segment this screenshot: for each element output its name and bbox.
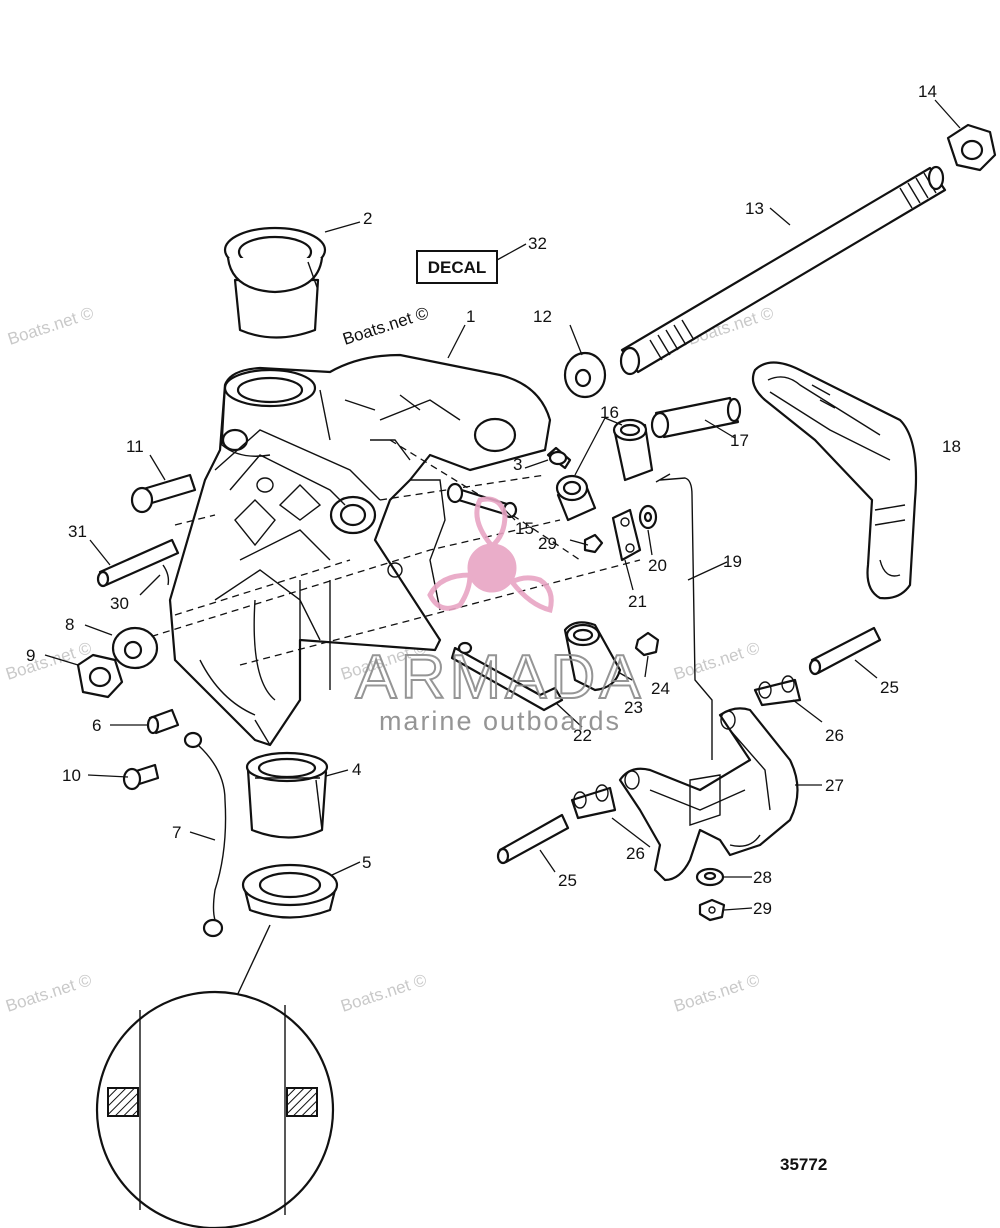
part-22-rod <box>450 641 564 712</box>
logo-brand-text: ARMADA <box>355 643 644 712</box>
part-9-nut <box>76 653 124 699</box>
watermark: Boats.net © <box>5 303 96 349</box>
part-29-nut-bottom <box>698 898 726 922</box>
part-3-grease-fitting <box>546 446 572 470</box>
part-25-pin-left <box>496 813 570 865</box>
callout-3: 3 <box>513 455 522 474</box>
callout-19: 19 <box>723 552 742 571</box>
part-26-clip-right <box>753 675 802 707</box>
callout-1: 1 <box>466 307 475 326</box>
part-27-tilt-lock <box>618 707 799 882</box>
part-8-washer <box>111 626 159 670</box>
callout-27: 27 <box>825 776 844 795</box>
detail-view <box>95 924 335 1228</box>
callout-24: 24 <box>651 679 670 698</box>
part-29-nut-top <box>583 533 604 554</box>
callout-23: 23 <box>624 698 643 717</box>
part-20-washer <box>638 504 658 530</box>
armada-logo: ARMADA marine outboards <box>354 496 644 736</box>
part-24-nut <box>634 631 660 657</box>
callout-11: 11 <box>126 437 144 456</box>
callout-labels: 1 2 3 4 5 6 7 8 9 10 11 12 13 14 15 16 1… <box>26 82 961 918</box>
part-1-swivel-bracket <box>168 353 552 747</box>
callout-26-left: 26 <box>626 844 645 863</box>
decal-box: DECAL <box>416 250 498 284</box>
callout-16: 16 <box>600 403 619 422</box>
callout-9: 9 <box>26 646 35 665</box>
watermark: Boats.net © <box>3 970 94 1016</box>
part-4-bushing <box>245 751 329 839</box>
watermark: Boats.net © <box>338 970 429 1016</box>
callout-10: 10 <box>62 766 81 785</box>
part-26-clip-left <box>570 784 617 820</box>
part-6-fitting <box>146 708 180 735</box>
part-13-tilt-rod <box>619 165 947 376</box>
part-18-tilt-lever <box>751 361 918 600</box>
part-2-bushing <box>223 226 327 339</box>
callout-17: 17 <box>730 431 749 450</box>
part-7-ground-strap <box>183 731 227 938</box>
assembly-lines <box>139 439 641 666</box>
part-14-nut <box>946 123 997 172</box>
part-19-rod <box>655 473 713 760</box>
callout-30: 30 <box>110 594 129 613</box>
callout-15: 15 <box>515 519 534 538</box>
callout-31: 31 <box>68 522 87 541</box>
callout-14: 14 <box>918 82 937 101</box>
part-16-bushings <box>555 418 654 522</box>
part-31-pin <box>96 538 180 588</box>
callout-2: 2 <box>363 209 372 228</box>
callout-25-right: 25 <box>880 678 899 697</box>
part-17-spacer <box>650 396 742 439</box>
callout-6: 6 <box>92 716 101 735</box>
callout-22: 22 <box>573 726 592 745</box>
watermark-dark: Boats.net © <box>340 303 431 349</box>
callout-8: 8 <box>65 615 74 634</box>
part-28-washer <box>695 867 725 887</box>
callout-20: 20 <box>648 556 667 575</box>
part-21-link <box>611 508 642 562</box>
callout-7: 7 <box>172 823 181 842</box>
part-10-screw <box>122 763 160 791</box>
callout-29-bottom: 29 <box>753 899 772 918</box>
figure-number: 35772 <box>780 1155 827 1174</box>
callout-32: 32 <box>528 234 547 253</box>
decal-label: DECAL <box>428 258 487 277</box>
callout-25-left: 25 <box>558 871 577 890</box>
propeller-icon <box>427 496 554 614</box>
part-12-washer <box>563 351 607 399</box>
part-11-bolt <box>130 473 197 514</box>
watermark: Boats.net © <box>671 970 762 1016</box>
callout-29-top: 29 <box>538 534 557 553</box>
part-5-seal <box>241 863 339 919</box>
callout-21: 21 <box>628 592 647 611</box>
callout-5: 5 <box>362 853 371 872</box>
callout-12: 12 <box>533 307 552 326</box>
logo-tagline-text: marine outboards <box>379 706 621 736</box>
callout-13: 13 <box>745 199 764 218</box>
leader-lines <box>44 99 961 911</box>
callout-18: 18 <box>942 437 961 456</box>
watermark: Boats.net © <box>671 638 762 684</box>
part-23-pivot <box>563 621 622 692</box>
callout-28: 28 <box>753 868 772 887</box>
part-25-pin-right <box>808 626 882 676</box>
callout-26-right: 26 <box>825 726 844 745</box>
callout-4: 4 <box>352 760 361 779</box>
part-30-clip <box>162 564 170 586</box>
